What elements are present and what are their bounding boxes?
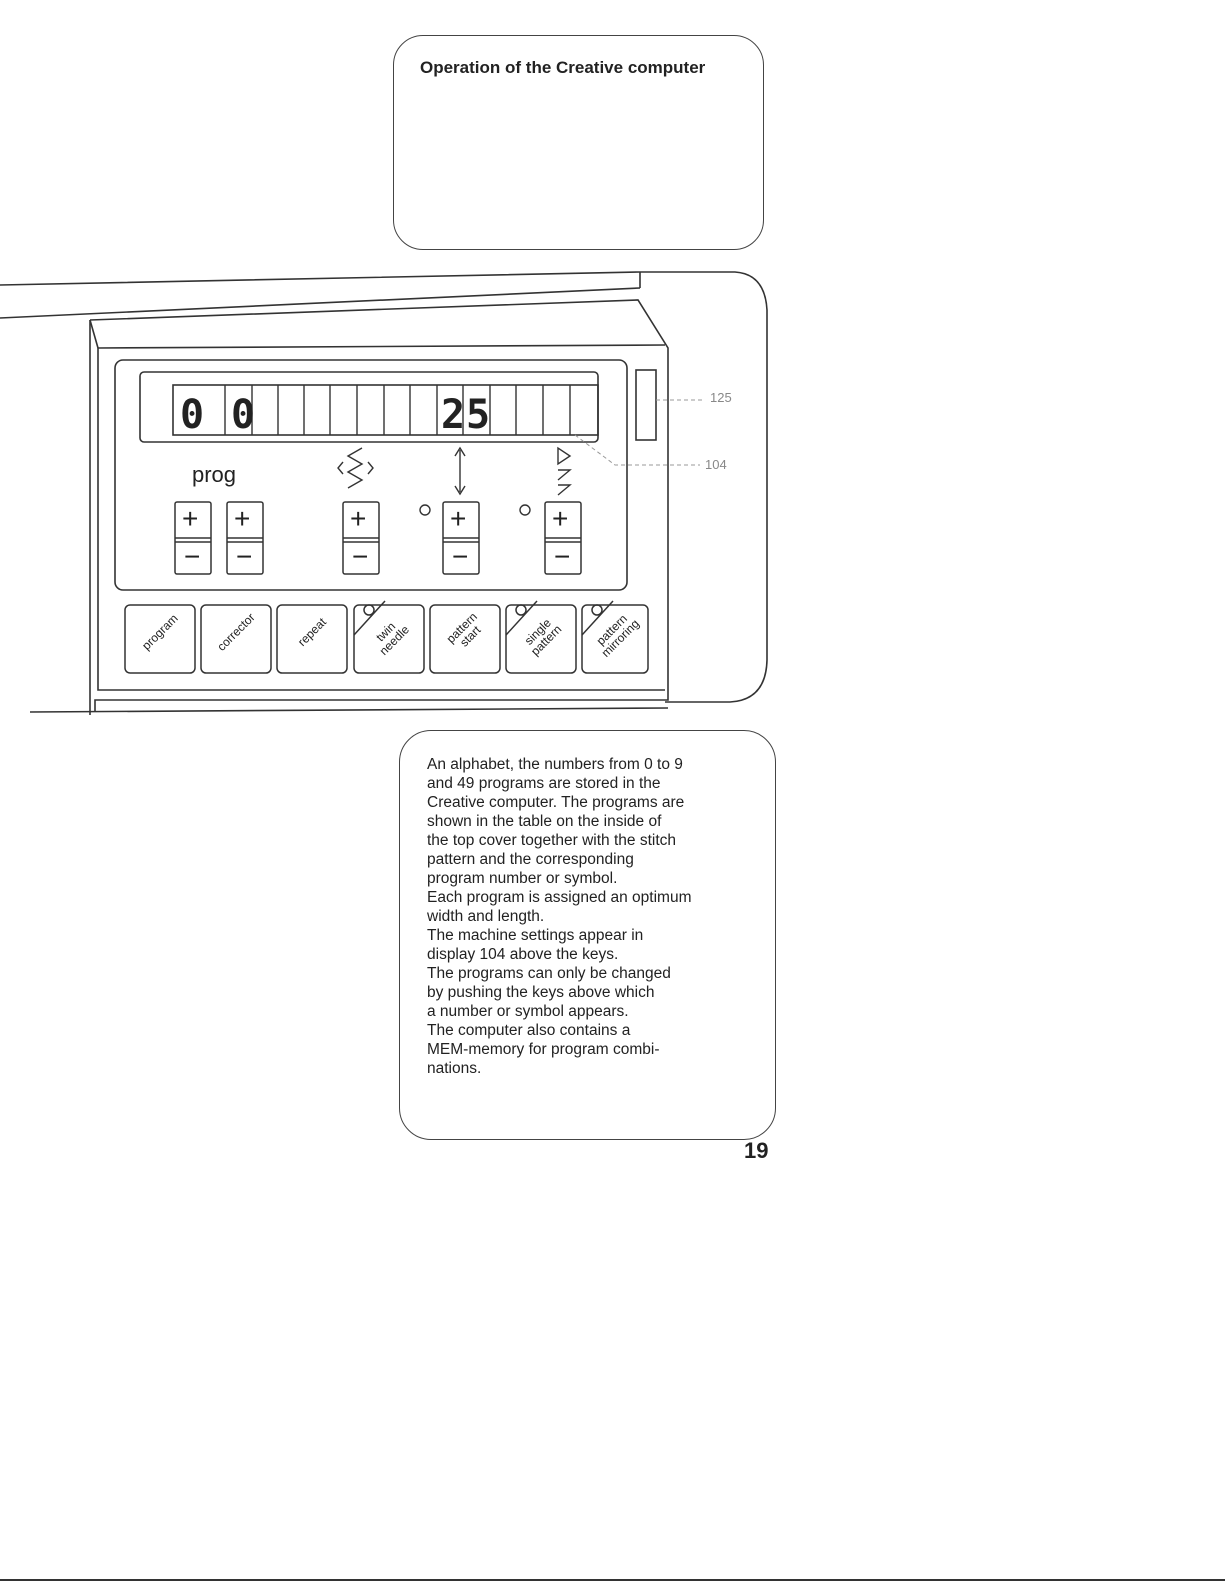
text-line: display 104 above the keys.	[427, 946, 619, 963]
text-line: and 49 programs are stored in the	[427, 775, 661, 792]
display-digit: 5	[466, 392, 491, 438]
title-frame: Operation of the Creative computer	[393, 35, 764, 250]
panel-drawing	[0, 271, 768, 715]
minus-icon: −	[554, 541, 571, 572]
reference-number-125: 125	[710, 390, 732, 405]
display-digit: 0	[180, 392, 205, 438]
text-line: The programs can only be changed	[427, 965, 671, 982]
text-line: a number or symbol appears.	[427, 1003, 629, 1020]
text-line: nations.	[427, 1060, 482, 1077]
plus-icon: +	[450, 503, 467, 534]
plus-icon: +	[182, 503, 199, 534]
display-digit: 2	[441, 392, 466, 438]
minus-icon: −	[184, 541, 201, 572]
display-digit: 0	[231, 392, 256, 438]
bottom-rule	[0, 1579, 1225, 1581]
minus-icon: −	[236, 541, 253, 572]
indicator-circles	[419, 504, 531, 516]
text-line: The computer also contains a	[427, 1022, 631, 1039]
page-number: 19	[744, 1138, 769, 1163]
steppers	[174, 501, 582, 575]
text-line: MEM-memory for program combi-	[427, 1041, 660, 1058]
plus-icon: +	[552, 503, 569, 534]
display-segments	[224, 385, 571, 435]
description-text: An alphabet, the numbers from 0 to 9 and…	[427, 755, 757, 1078]
text-line: the top cover together with the stitch	[427, 832, 676, 849]
text-line: pattern and the corresponding	[427, 851, 634, 868]
plus-icon: +	[234, 503, 251, 534]
function-keys	[124, 600, 649, 674]
description-frame: An alphabet, the numbers from 0 to 9 and…	[399, 730, 776, 1140]
text-line: program number or symbol.	[427, 870, 618, 887]
text-line: by pushing the keys above which	[427, 984, 655, 1001]
text-line: The machine settings appear in	[427, 927, 644, 944]
stitch-symbols	[337, 446, 572, 496]
minus-icon: −	[452, 541, 469, 572]
plus-icon: +	[350, 503, 367, 534]
reference-number-104: 104	[705, 457, 727, 472]
section-title: Operation of the Creative computer	[420, 58, 706, 77]
text-line: An alphabet, the numbers from 0 to 9	[427, 756, 683, 773]
minus-icon: −	[352, 541, 369, 572]
text-line: width and length.	[427, 908, 545, 925]
text-line: Each program is assigned an optimum	[427, 889, 692, 906]
text-line: Creative computer. The programs are	[427, 794, 685, 811]
text-line: shown in the table on the inside of	[427, 813, 662, 830]
prog-label: prog	[192, 462, 237, 487]
